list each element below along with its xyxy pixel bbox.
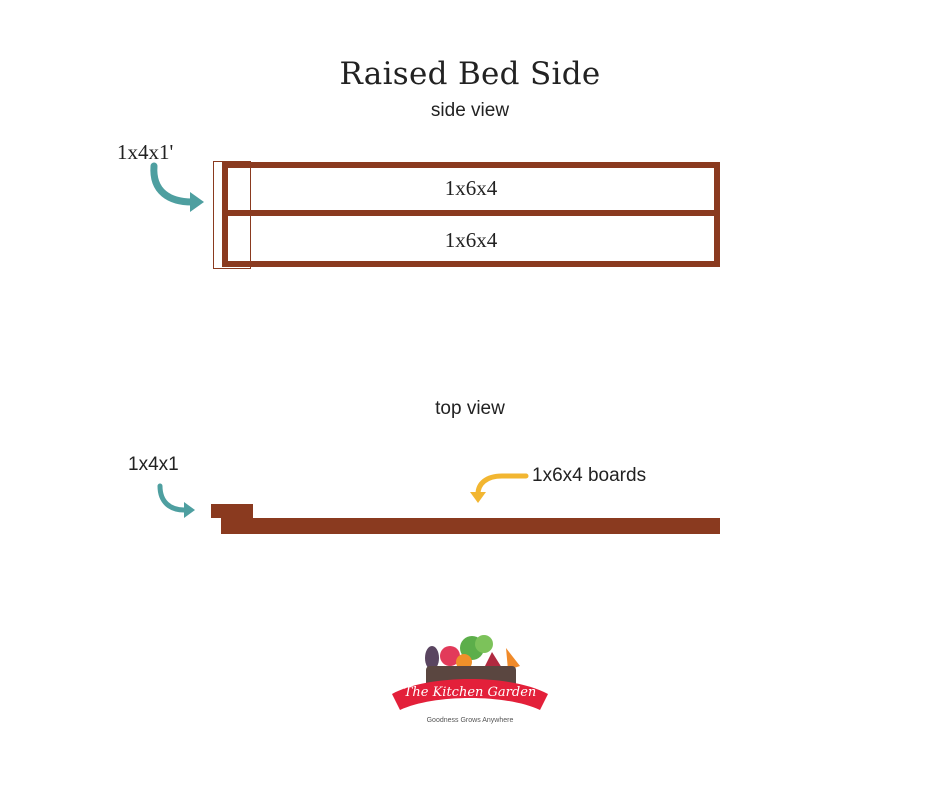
side-post-label: 1x4x1'	[117, 140, 174, 164]
top-post-label: 1x4x1	[128, 454, 179, 475]
side-view-label: side view	[430, 100, 510, 121]
svg-text:The Kitchen Garden: The Kitchen Garden	[404, 685, 537, 700]
board-label: 1x6x4	[444, 176, 498, 200]
curved-arrow-icon	[150, 162, 204, 212]
side-board-top: 1x6x4	[222, 162, 720, 216]
board-label: 1x6x4	[444, 228, 498, 252]
boards-label: 1x6x4 boards	[532, 465, 647, 486]
diagram-title: Raised Bed Side	[339, 56, 601, 92]
side-board-bottom: 1x6x4	[222, 210, 720, 267]
top-board	[221, 518, 720, 534]
kitchen-garden-logo-icon: The Kitchen Garden Goodness Grows Anywhe…	[392, 635, 548, 724]
side-post	[213, 161, 251, 269]
top-view-label: top view	[435, 398, 505, 419]
curved-arrow-icon	[470, 473, 529, 503]
svg-text:Goodness Grows Anywhere: Goodness Grows Anywhere	[427, 717, 514, 724]
top-post	[211, 504, 253, 518]
curved-arrow-icon	[157, 483, 195, 518]
